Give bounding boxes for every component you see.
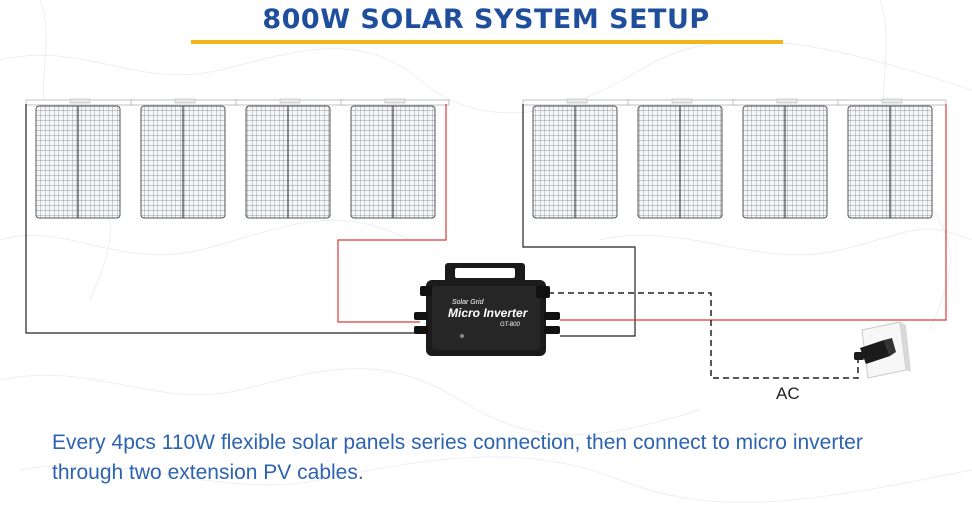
solar-panel-icon	[732, 98, 842, 219]
inverter-brand: Solar Grid	[452, 299, 485, 306]
plug-icon	[854, 338, 896, 364]
solar-panel-icon	[627, 98, 737, 219]
micro-inverter-icon: Solar Grid Micro Inverter GT-800	[414, 263, 560, 356]
page-title: 800W SOLAR SYSTEM SETUP	[262, 4, 710, 35]
solar-panel-icon	[25, 98, 135, 219]
wall-socket-icon	[854, 321, 911, 379]
positive-wire-left	[337, 104, 447, 323]
solar-panel-icon	[235, 98, 345, 219]
ac-wire	[548, 292, 859, 379]
caption-line-2: through two extension PV cables.	[52, 461, 364, 484]
title-underline	[191, 40, 783, 44]
positive-wire-right	[560, 104, 947, 321]
caption-line-1: Every 4pcs 110W flexible solar panels se…	[52, 431, 863, 454]
solar-panel-icon	[130, 98, 240, 219]
solar-panel-icon	[837, 98, 947, 219]
ac-label: AC	[776, 384, 800, 403]
inverter-model: GT-800	[500, 322, 520, 328]
solar-panel-icon	[522, 98, 632, 219]
caption: Every 4pcs 110W flexible solar panels se…	[52, 428, 952, 488]
inverter-name: Micro Inverter	[448, 306, 529, 320]
wires	[25, 104, 947, 379]
negative-wire-left	[25, 104, 420, 334]
negative-wire-right	[522, 104, 636, 337]
solar-panel-icon	[340, 98, 450, 219]
